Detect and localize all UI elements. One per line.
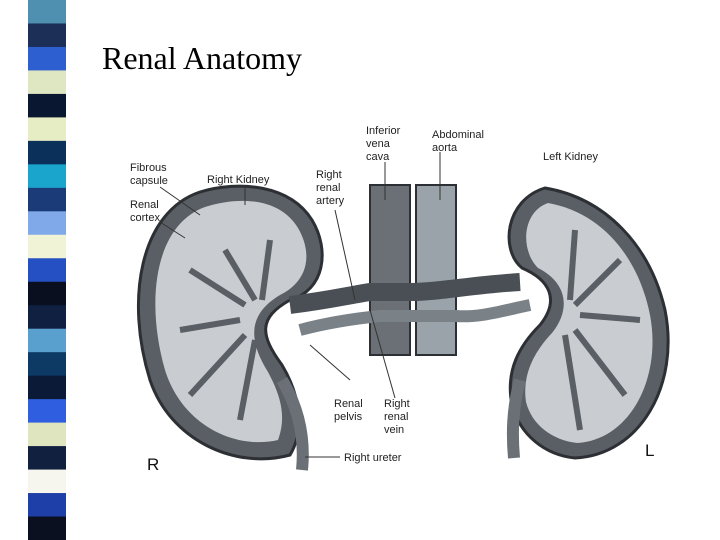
inferior-vena-cava bbox=[369, 184, 411, 356]
leader-lines bbox=[159, 152, 441, 458]
renal-vessels bbox=[288, 273, 521, 314]
label-left-kidney: Left Kidney bbox=[543, 151, 599, 163]
left-ureter bbox=[506, 378, 526, 459]
stripe-block bbox=[28, 211, 66, 236]
label-side-right: R bbox=[147, 455, 159, 474]
stripe-block bbox=[28, 281, 66, 306]
decorative-stripe-bar bbox=[28, 0, 66, 540]
stripe-block bbox=[28, 70, 66, 95]
slide-title: Renal Anatomy bbox=[102, 40, 302, 76]
label-right-ureter: Right ureter bbox=[344, 452, 402, 464]
stripe-block bbox=[28, 140, 66, 165]
stripe-block bbox=[28, 375, 66, 400]
stripe-block bbox=[28, 164, 66, 189]
left-kidney bbox=[507, 186, 670, 460]
right-ureter bbox=[276, 376, 309, 471]
stripe-block bbox=[28, 446, 66, 471]
stripe-block bbox=[28, 399, 66, 424]
stripe-block bbox=[28, 305, 66, 330]
label-right-kidney: Right Kidney bbox=[207, 174, 270, 186]
right-kidney bbox=[136, 184, 324, 461]
stripe-block bbox=[28, 328, 66, 353]
stripe-block bbox=[28, 187, 66, 212]
stripe-block bbox=[28, 93, 66, 118]
stripe-block bbox=[28, 258, 66, 283]
stripe-block bbox=[28, 0, 66, 24]
stripe-block bbox=[28, 516, 66, 540]
abdominal-aorta bbox=[415, 184, 457, 356]
stripe-block bbox=[28, 46, 66, 71]
label-side-left: L bbox=[645, 441, 654, 460]
stripe-block bbox=[28, 234, 66, 259]
stripe-block bbox=[28, 352, 66, 377]
stripe-block bbox=[28, 23, 66, 48]
stripe-block bbox=[28, 493, 66, 518]
stripe-block bbox=[28, 117, 66, 142]
stripe-block bbox=[28, 469, 66, 494]
stripe-block bbox=[28, 422, 66, 447]
